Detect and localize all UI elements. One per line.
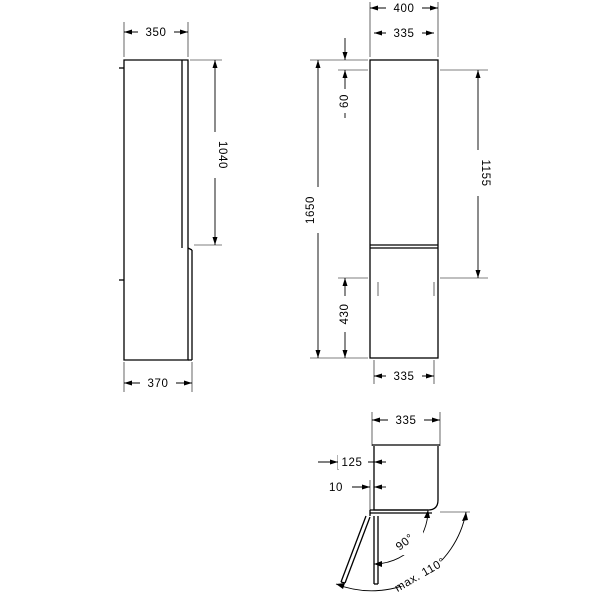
side-view-cabinet-outline bbox=[123, 59, 189, 361]
front-view-cabinet-outline bbox=[369, 59, 439, 359]
side-view: 350 370 1040 bbox=[119, 22, 228, 392]
dimension-label-335-bottom: 335 bbox=[394, 371, 415, 383]
dimension-label-370: 370 bbox=[148, 378, 169, 390]
dimension-label-1040: 1040 bbox=[216, 141, 228, 169]
plan-view-cabinet-body bbox=[373, 446, 439, 511]
dimension-label-60: 60 bbox=[339, 94, 351, 108]
front-view: 400 335 335 1650 60 bbox=[305, 1, 491, 384]
plan-view: 335 125 10 90° max. 110° bbox=[318, 412, 470, 595]
side-view-door-step bbox=[187, 247, 193, 251]
dimension-label-350: 350 bbox=[146, 27, 167, 39]
dimension-label-10: 10 bbox=[329, 482, 343, 494]
dimension-label-1650: 1650 bbox=[305, 196, 317, 224]
dimension-label-1155: 1155 bbox=[479, 159, 491, 186]
dimension-label-400: 400 bbox=[394, 3, 415, 15]
dimension-label-125: 125 bbox=[342, 457, 363, 469]
dimension-label-335-top: 335 bbox=[394, 28, 415, 40]
plan-view-door-110 bbox=[340, 515, 367, 583]
dimension-label-335-plan: 335 bbox=[396, 415, 417, 427]
dimension-label-430: 430 bbox=[339, 304, 351, 325]
